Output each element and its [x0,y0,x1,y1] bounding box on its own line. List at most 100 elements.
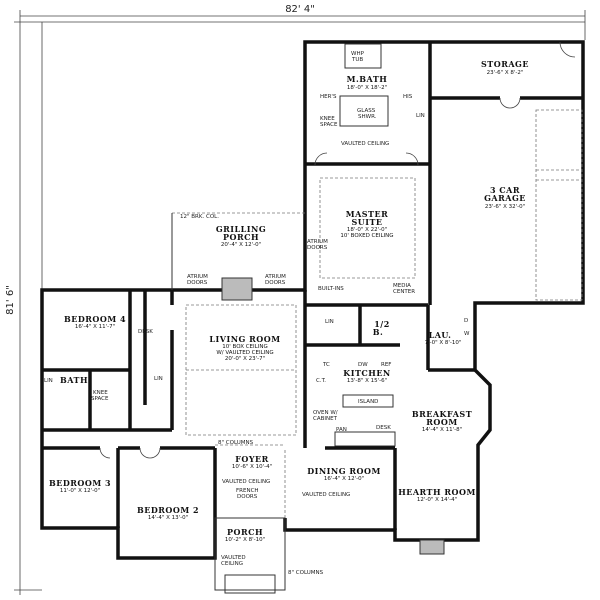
ceiling-label: 10' BOX CEILING [222,344,267,350]
atrium-label: ATRIUM [307,239,328,245]
room-half-bath: LIN 1/2 B. [325,319,390,337]
knee-space-label: KNEE [320,116,335,122]
atrium-label: ATRIUM [265,274,286,280]
room-size: 10'-6" X 10'-4" [232,464,272,470]
media-center-label: CENTER [393,289,415,295]
room-name: ROOM [426,417,457,427]
room-size: 10'-2" X 8'-10" [225,537,265,543]
room-name: MASTER [346,209,389,219]
his-label: HIS [403,94,413,100]
room-name: BEDROOM 2 [137,505,199,515]
room-size: 20'-4" X 12'-0" [221,242,261,248]
knee-space-label: KNEE [93,390,108,396]
french-doors-label: FRENCH [236,488,259,494]
washer-label: W [464,331,470,337]
room-name: SUITE [351,217,382,227]
room-size: 18'-0" X 22'-0" [347,227,387,233]
refrigerator-label: REF [381,362,391,368]
dishwasher-label: DW [358,362,368,368]
hers-label: HER'S [320,94,337,100]
room-laundry: D W LAU. 7'-0" X 8'-10" [425,318,470,346]
room-storage: STORAGE 23'-6" X 8'-2" [481,59,529,76]
doors-label: DOORS [187,280,208,286]
room-dining: DINING ROOM 16'-4" X 12'-0" VAULTED CEIL… [302,466,381,498]
room-living: LIVING ROOM 10' BOX CEILING W/ VAULTED C… [209,334,280,362]
room-master-bath: WHP TUB M.BATH 18'-0" X 18'-2" HER'S HIS… [320,51,425,147]
room-size: 13'-8" X 15'-6" [347,378,387,384]
linen-label: LIN [416,113,425,119]
built-ins-label: BUILT-INS [318,286,344,292]
room-bath: BATH KNEE SPACE [60,375,109,402]
room-name: STORAGE [481,59,529,69]
room-porch: PORCH 10'-2" X 8'-10" VAULTED CEILING 8"… [221,527,324,576]
room-name: GRILLING [216,224,266,234]
doors-label: DOORS [307,245,328,251]
oven-label: OVEN W/ [313,410,338,416]
room-size: 7'-0" X 8'-10" [425,340,462,346]
knee-space-label: SPACE [91,396,109,402]
ceiling-label: 10' BOXED CEILING [340,233,393,239]
oven-label: CABINET [313,416,338,422]
room-size: 23'-6" X 32'-0" [485,204,525,210]
shower-label: SHWR. [358,114,377,120]
room-hearth: HEARTH ROOM 12'-0" X 14'-4" [398,487,476,503]
room-name: KITCHEN [343,368,390,378]
brick-column-label: 12" BRK. COL. [180,214,219,220]
room-size: 14'-4" X 13'-0" [148,515,188,521]
desk-label: DESK [376,425,391,431]
vaulted-ceiling-label: VAULTED CEILING [222,479,270,485]
doors-label: DOORS [265,280,286,286]
room-name: DINING ROOM [307,466,381,476]
room-bedroom-2: BEDROOM 2 14'-4" X 13'-0" [137,505,199,521]
room-name: 1/2 [374,319,390,329]
room-kitchen: TC DW REF KITCHEN 13'-8" X 15'-6" C.T. I… [313,362,391,433]
room-name: GARAGE [484,193,526,203]
linen-label: LIN [325,319,334,325]
room-name: HEARTH ROOM [398,487,476,497]
dryer-label: D [464,318,468,324]
dimension-lines [14,10,586,595]
room-name: B. [373,327,384,337]
linen-label: LIN [44,378,53,384]
desk-label: DESK [138,329,153,335]
room-bedroom-4: BEDROOM 4 16'-4" X 11'-7" DESK LIN LIN [44,314,163,384]
knee-space-label: SPACE [320,122,338,128]
room-name: PORCH [227,527,263,537]
room-name: 3 CAR [490,185,520,195]
french-doors-label: DOORS [237,494,258,500]
columns-label: 8" COLUMNS [288,570,324,576]
overall-width-label: 82' 4" [285,4,315,15]
exterior-walls [40,40,585,594]
island-label: ISLAND [358,399,378,405]
room-size: 16'-4" X 12'-0" [324,476,364,482]
room-bedroom-3: BEDROOM 3 11'-0" X 12'-0" [49,478,111,494]
tub-label: TUB [351,57,363,63]
room-garage: 3 CAR GARAGE 23'-6" X 32'-0" [484,185,526,210]
room-name: LIVING ROOM [209,334,280,344]
room-size: 14'-4" X 11'-8" [422,427,462,433]
overall-depth-label: 81' 6" [5,285,16,315]
room-size: 12'-0" X 14'-4" [417,497,457,503]
room-size: 18'-0" X 18'-2" [347,85,387,91]
room-name: M.BATH [347,74,388,84]
tc-label: TC [322,362,330,368]
room-grilling-porch: 12" BRK. COL. GRILLING PORCH 20'-4" X 12… [180,214,286,286]
atrium-label: ATRIUM [187,274,208,280]
columns-label: 8" COLUMNS [218,440,254,446]
room-size: 16'-4" X 11'-7" [75,324,115,330]
room-name: BEDROOM 4 [64,314,126,324]
shower-label: GLASS [357,108,376,114]
linen-label: LIN [154,376,163,382]
room-name: BREAKFAST [412,409,472,419]
room-name: PORCH [223,232,259,242]
room-name: LAU. [429,330,452,340]
room-breakfast: BREAKFAST ROOM 14'-4" X 11'-8" [412,409,472,433]
vaulted-ceiling-label: CEILING [221,561,243,567]
room-size: 23'-6" X 8'-2" [487,70,524,76]
room-name: BEDROOM 3 [49,478,111,488]
pantry-label: PAN [336,427,347,433]
tub-label: WHP [351,51,365,57]
ceiling-label: W/ VAULTED CEILING [216,350,273,356]
media-center-label: MEDIA [393,283,411,289]
